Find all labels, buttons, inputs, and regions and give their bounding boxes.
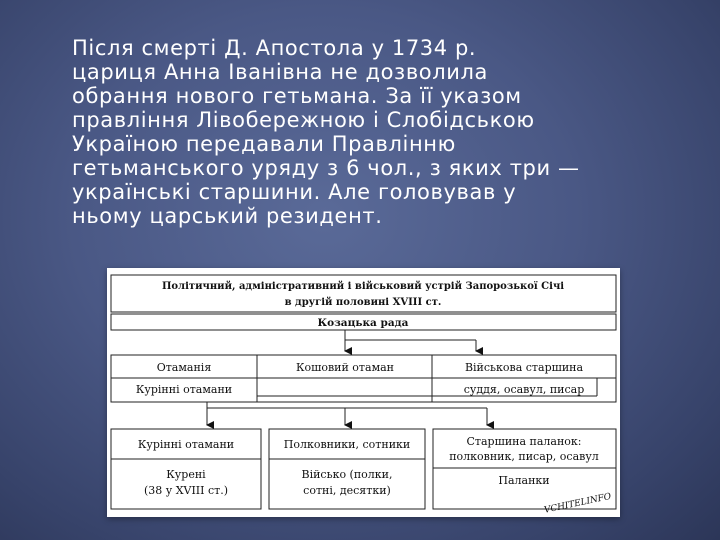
- kurinni-bottom-label: Курінні отамани: [138, 438, 234, 451]
- kureni-line2: (38 у XVIII ст.): [144, 484, 228, 497]
- diagram-title-line1: Політичний, адміністративний і військови…: [162, 281, 564, 292]
- bottom-box-starshyna: [432, 428, 617, 510]
- slide-paragraph: Після смерті Д. Апостола у 1734 р. цариц…: [72, 36, 580, 228]
- palanky-label: Паланки: [498, 474, 549, 487]
- viiskova-starshyna-label: Військова старшина: [465, 361, 584, 374]
- starshyna-line2: полковник, писар, осавул: [449, 450, 599, 463]
- kurinni-top-label: Курінні отамани: [136, 383, 232, 396]
- bottom-box-kurinni: [110, 428, 262, 510]
- otamania-label: Отаманія: [157, 361, 212, 374]
- starshyna-line1: Старшина паланок:: [466, 435, 581, 448]
- sudia-label: суддя, осавул, писар: [464, 383, 585, 396]
- title-box: [110, 274, 617, 313]
- viisko-line2: сотні, десятки): [303, 484, 391, 497]
- kozacka-rada-box: [110, 313, 617, 331]
- bottom-box-polkovnyky: [268, 428, 426, 510]
- koshovyi-label: Кошовий отаман: [296, 361, 394, 374]
- watermark: VCHITELINFO: [543, 492, 613, 516]
- viisko-line1: Військо (полки,: [301, 468, 392, 481]
- kureni-line1: Курені: [166, 468, 206, 481]
- polkovnyky-label: Полковники, сотники: [284, 438, 411, 451]
- diagram-svg: Політичний, адміністративний і військови…: [110, 274, 617, 516]
- diagram-title-line2: в другій половині XVIII ст.: [285, 297, 442, 308]
- kozacka-rada-label: Козацька рада: [318, 317, 409, 329]
- cossack-structure-diagram: Політичний, адміністративний і військови…: [107, 268, 620, 517]
